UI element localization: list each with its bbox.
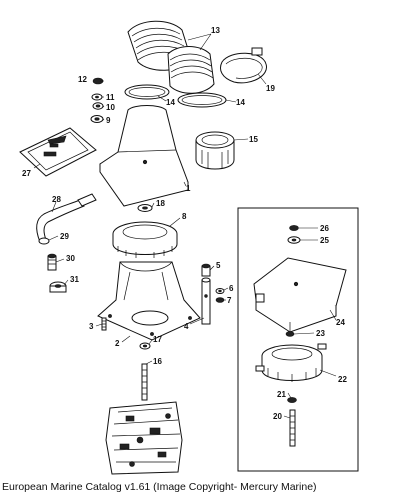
- callout-18: 18: [156, 199, 165, 208]
- callout-16: 16: [153, 357, 162, 366]
- callout-13: 13: [211, 26, 220, 35]
- callout-8: 8: [182, 212, 187, 221]
- leader-lines: [33, 33, 337, 419]
- catalog-caption: European Marine Catalog v1.61 (Image Cop…: [2, 481, 317, 493]
- inset-frame: [237, 207, 359, 472]
- hose-clamp-left: [124, 84, 170, 100]
- callout-2: 2: [115, 339, 120, 348]
- duct-clamp: [220, 47, 267, 84]
- stud-3: [101, 317, 107, 331]
- clamp-29: [38, 237, 50, 245]
- callout-14-right: 14: [236, 98, 245, 107]
- nut-7: [215, 297, 225, 303]
- callout-3: 3: [89, 322, 94, 331]
- callout-28: 28: [52, 195, 61, 204]
- callout-20: 20: [273, 412, 282, 421]
- carburetor-body: [105, 401, 183, 475]
- callout-24: 24: [336, 318, 345, 327]
- flame-arrestor-8: [112, 221, 178, 258]
- callout-4: 4: [184, 322, 189, 331]
- callout-14-left: 14: [166, 98, 175, 107]
- callout-27: 27: [22, 169, 31, 178]
- callout-29: 29: [60, 232, 69, 241]
- flame-arrestor-filter: [195, 131, 235, 170]
- breather-tube-28: [36, 193, 97, 243]
- callout-5: 5: [216, 261, 221, 270]
- callout-6: 6: [229, 284, 234, 293]
- decal-27: [19, 127, 97, 177]
- callout-12: 12: [78, 75, 87, 84]
- callout-11: 11: [106, 93, 115, 102]
- stud-16: [141, 363, 148, 401]
- callout-23: 23: [316, 329, 325, 338]
- rod-4: [201, 277, 211, 325]
- cover-24: [253, 257, 347, 333]
- callout-17: 17: [153, 335, 162, 344]
- adaptor-plate-2: [97, 261, 201, 341]
- callout-21: 21: [277, 390, 286, 399]
- nut-26: [289, 225, 299, 231]
- callout-30: 30: [66, 254, 75, 263]
- nut-21: [287, 397, 297, 403]
- hose-clamp-right: [177, 92, 227, 108]
- callout-22: 22: [338, 375, 347, 384]
- callout-7: 7: [227, 296, 232, 305]
- callout-1: 1: [186, 184, 191, 193]
- grommet-31: [49, 281, 67, 293]
- arrestor-cover-1: [99, 105, 189, 207]
- stud-20: [289, 409, 296, 447]
- callout-31: 31: [70, 275, 79, 284]
- callout-25: 25: [320, 236, 329, 245]
- callout-9: 9: [106, 116, 111, 125]
- callout-26: 26: [320, 224, 329, 233]
- standoff-5: [201, 263, 211, 277]
- callout-15: 15: [249, 135, 258, 144]
- fitting-30: [47, 253, 57, 271]
- callout-19: 19: [266, 84, 275, 93]
- grommet-23: [285, 331, 295, 337]
- callout-10: 10: [106, 103, 115, 112]
- callout-labels: 13 19 14 14 15 1 12 11 10 9 27 28 29 30 …: [22, 26, 347, 421]
- flame-arrestor-22: [255, 343, 327, 382]
- flex-duct-hoses: [127, 20, 215, 94]
